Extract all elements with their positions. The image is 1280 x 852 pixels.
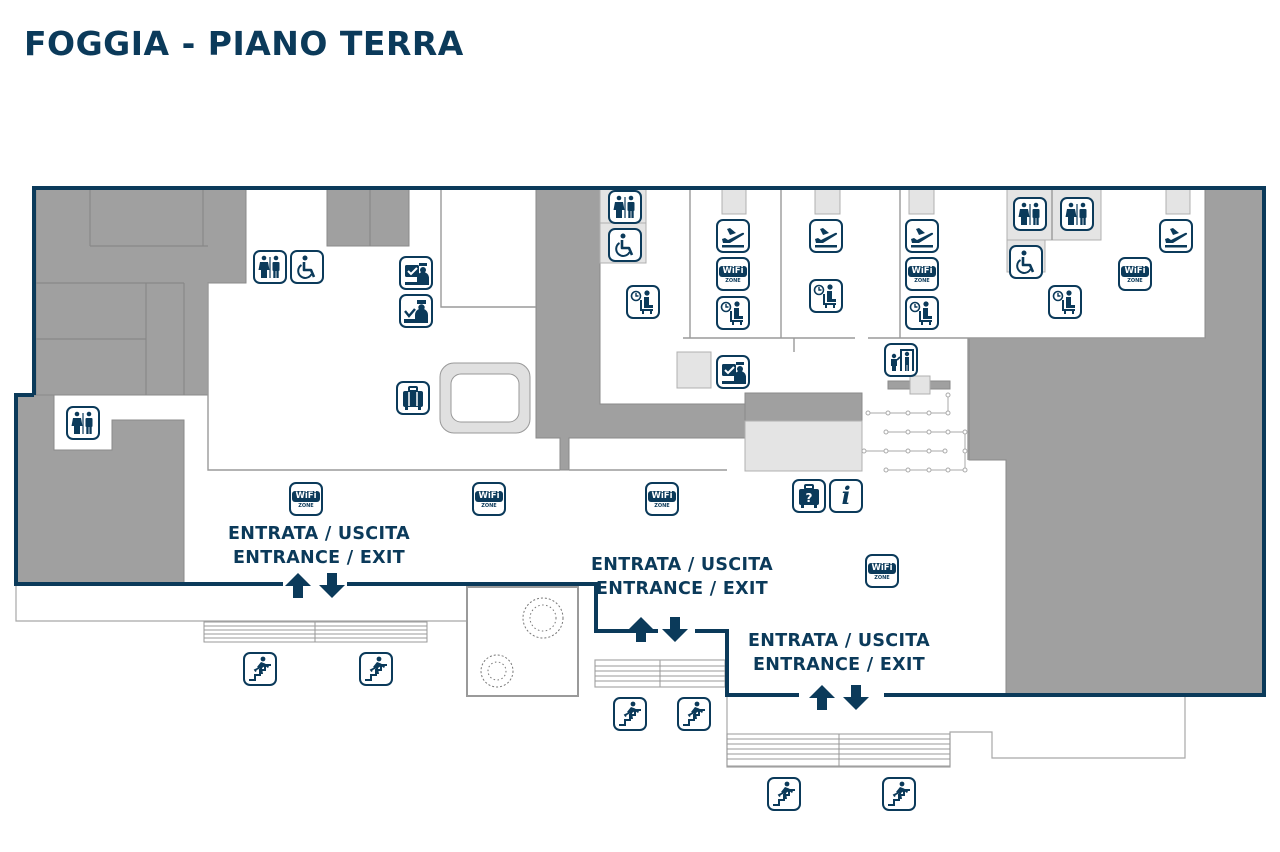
waiting-area-icon — [626, 285, 660, 319]
departure-gate-icon — [809, 219, 843, 253]
entrance-label-it: ENTRATA / USCITA — [591, 555, 773, 575]
baggage-icon — [396, 381, 430, 415]
stairs-icon — [613, 697, 647, 731]
information-icon: i — [829, 479, 863, 513]
waiting-area-icon — [716, 296, 750, 330]
lost-baggage-icon — [792, 479, 826, 513]
entrance-label-middle: ENTRATA / USCITA ENTRANCE / EXIT — [581, 553, 783, 601]
restroom-icon — [608, 190, 642, 224]
entrance-label-en: ENTRANCE / EXIT — [596, 579, 768, 599]
accessible-restroom-icon — [608, 228, 642, 262]
departure-gate-icon — [905, 219, 939, 253]
stairs-icon — [243, 652, 277, 686]
entrance-label-right: ENTRATA / USCITA ENTRANCE / EXIT — [738, 629, 940, 677]
room-walls — [207, 188, 1205, 471]
stairs-icon — [359, 652, 393, 686]
stairs-icon — [677, 697, 711, 731]
accessible-restroom-icon — [1009, 245, 1043, 279]
stair-lines — [203, 621, 951, 767]
accessible-restroom-icon — [290, 250, 324, 284]
restroom-icon — [66, 406, 100, 440]
passport-control-icon — [716, 355, 750, 389]
restroom-icon — [253, 250, 287, 284]
restroom-icon — [1013, 197, 1047, 231]
border-police-icon — [399, 294, 433, 328]
stairs-icon — [767, 777, 801, 811]
waiting-area-icon — [905, 296, 939, 330]
entrance-label-en: ENTRANCE / EXIT — [753, 655, 925, 675]
departure-gate-icon — [716, 219, 750, 253]
waiting-area-icon — [1048, 285, 1082, 319]
security-check-icon — [884, 343, 918, 377]
building-outline — [14, 186, 1266, 697]
entrance-label-en: ENTRANCE / EXIT — [233, 548, 405, 568]
restroom-icon — [1060, 197, 1094, 231]
waiting-area-icon — [809, 279, 843, 313]
entrance-label-left: ENTRATA / USCITA ENTRANCE / EXIT — [218, 522, 420, 570]
queue-stanchions — [861, 392, 968, 473]
entrance-arrows — [285, 573, 869, 710]
entrance-label-it: ENTRATA / USCITA — [228, 524, 410, 544]
passport-control-icon — [399, 256, 433, 290]
stairs-icon — [882, 777, 916, 811]
departure-gate-icon — [1159, 219, 1193, 253]
baggage-carousel — [439, 362, 531, 434]
outdoor-area — [15, 584, 1186, 768]
planter — [480, 597, 564, 688]
page-title: FOGGIA - PIANO TERRA — [24, 24, 464, 63]
entrance-label-it: ENTRATA / USCITA — [748, 631, 930, 651]
